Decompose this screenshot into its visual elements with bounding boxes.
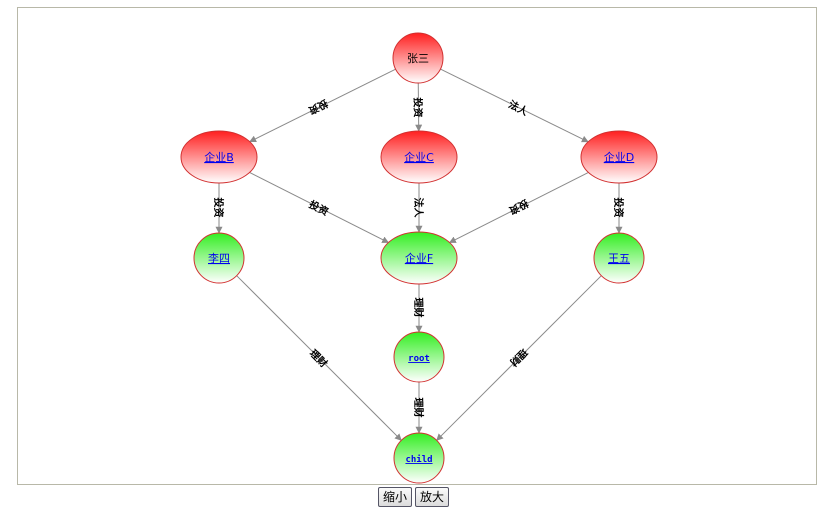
node-zhangsan: 张三 bbox=[392, 32, 444, 84]
node-shape bbox=[193, 232, 245, 284]
node-shape bbox=[393, 432, 445, 484]
edge-qiye_d-qiye_f bbox=[448, 171, 589, 244]
edge-label: 理财 bbox=[412, 298, 425, 318]
node-shape bbox=[392, 32, 444, 84]
edge-wangwu-child bbox=[436, 275, 602, 441]
node-label: 张三 bbox=[407, 52, 429, 65]
zoom-controls: 缩小 放大 bbox=[378, 487, 450, 507]
node-shape bbox=[180, 130, 258, 184]
edge-label: 法人 bbox=[506, 98, 531, 119]
node-label[interactable]: 企业D bbox=[604, 150, 634, 164]
node-shape bbox=[580, 130, 658, 184]
edge-label: 投资 bbox=[212, 198, 225, 218]
edge-zhangsan-qiye_d bbox=[440, 68, 589, 143]
zoom-out-button[interactable]: 缩小 bbox=[378, 487, 413, 507]
node-label[interactable]: child bbox=[405, 454, 432, 465]
node-shape bbox=[393, 331, 445, 383]
node-wangwu[interactable]: 王五 bbox=[593, 232, 645, 284]
node-shape bbox=[380, 231, 458, 285]
edge-label: 投资 bbox=[411, 97, 424, 117]
node-label[interactable]: root bbox=[408, 354, 430, 364]
node-qiye_c[interactable]: 企业C bbox=[380, 130, 458, 184]
node-shape bbox=[380, 130, 458, 184]
node-label[interactable]: 王五 bbox=[608, 252, 630, 265]
node-label[interactable]: 企业B bbox=[204, 150, 234, 164]
node-lisi[interactable]: 李四 bbox=[193, 232, 245, 284]
edge-qiye_b-qiye_f bbox=[249, 171, 390, 244]
edge-label: 投资 bbox=[306, 97, 330, 118]
node-label[interactable]: 企业F bbox=[405, 251, 433, 265]
node-root[interactable]: root bbox=[393, 331, 445, 383]
edge-label: 投资 bbox=[507, 197, 531, 218]
edge-label: 理财 bbox=[412, 398, 425, 418]
node-qiye_d[interactable]: 企业D bbox=[580, 130, 658, 184]
node-label[interactable]: 企业C bbox=[404, 150, 434, 164]
node-label[interactable]: 李四 bbox=[208, 251, 230, 265]
edge-zhangsan-qiye_b bbox=[249, 68, 396, 143]
node-child[interactable]: child bbox=[393, 432, 445, 484]
node-qiye_b[interactable]: 企业B bbox=[180, 130, 258, 184]
edge-lisi-child bbox=[236, 275, 402, 441]
zoom-in-button[interactable]: 放大 bbox=[415, 487, 450, 507]
edge-label: 投资 bbox=[612, 198, 625, 218]
edge-label: 法人 bbox=[412, 198, 425, 219]
node-shape bbox=[593, 232, 645, 284]
node-qiye_f[interactable]: 企业F bbox=[380, 231, 458, 285]
edge-label: 投资 bbox=[307, 198, 331, 219]
